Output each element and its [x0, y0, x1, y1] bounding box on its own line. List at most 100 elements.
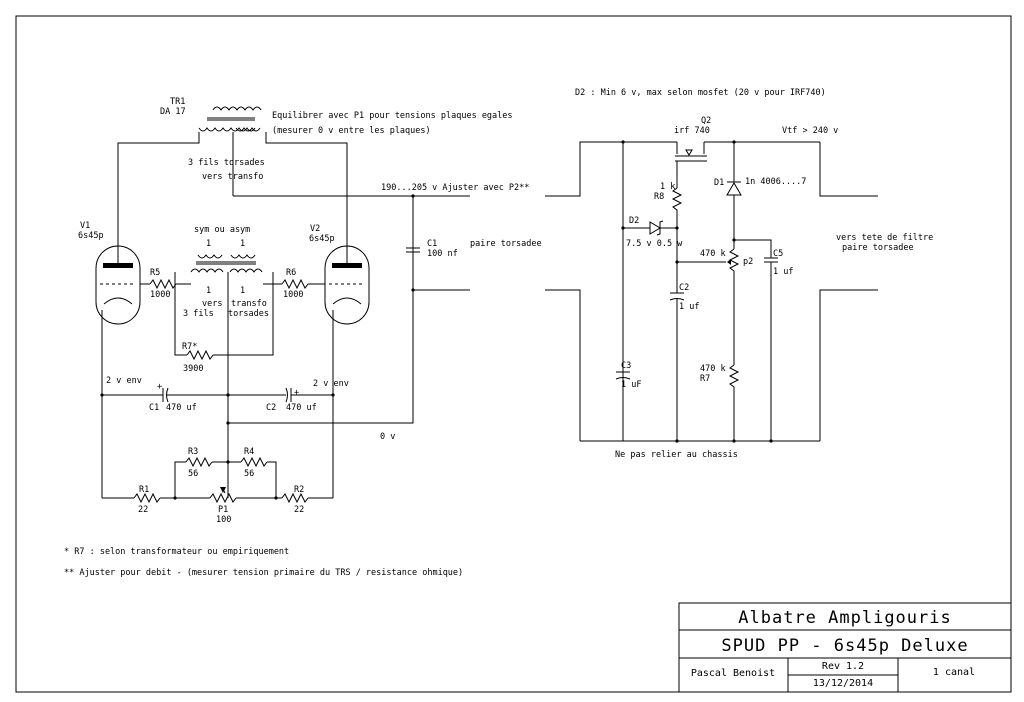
d1-type: 1n 4006....7 — [745, 177, 806, 187]
footnote-adjust: ** Ajuster pour debit - (mesurer tension… — [64, 568, 463, 578]
vers-label: vers — [202, 299, 222, 309]
v1-type: 6s45p — [78, 231, 104, 241]
tr1-ref: TR1 — [170, 97, 185, 107]
d2-note: D2 : Min 6 v, max selon mosfet (20 v pou… — [575, 88, 826, 98]
c1b-value: 100 nf — [427, 249, 458, 259]
ratio-label-2: 1 — [240, 239, 245, 249]
left-schematic: TR1 DA 17 Equilibrer avec P1 pour tensio… — [78, 97, 542, 525]
resistor-r7-left: R7* 3900 — [174, 272, 274, 374]
sym-asym-label: sym ou asym — [194, 225, 250, 235]
r7-value: 3900 — [183, 364, 203, 374]
c1-ref: C1 — [149, 403, 159, 413]
v2-type: 6s45p — [309, 234, 335, 244]
plate-wire-v2 — [265, 132, 348, 252]
r4-ref: R4 — [244, 447, 254, 457]
p1-ref: P1 — [218, 505, 228, 515]
r7-right-value: 470 k — [700, 364, 726, 374]
r6-ref: R6 — [286, 268, 296, 278]
capacitor-c1-100nf: C1 100 nf — [406, 239, 458, 259]
ratio-label-4: 1 — [240, 286, 245, 296]
tube-v1: V1 6s45p — [78, 221, 141, 325]
r2-value: 22 — [294, 505, 304, 515]
r5-ref: R5 — [150, 268, 160, 278]
capacitor-c5: C5 1 uf — [732, 238, 793, 441]
c2-right-value: 1 uf — [679, 302, 699, 312]
author-name: Pascal Benoist — [691, 668, 775, 679]
revision-label: Rev 1.2 — [822, 661, 864, 672]
r1-ref: R1 — [139, 485, 149, 495]
project-name: Albatre Ampligouris — [738, 608, 951, 628]
balance-note-2: (mesurer 0 v entre les plaques) — [272, 126, 431, 136]
c2-ref: C2 — [266, 403, 276, 413]
c2-right-ref: C2 — [679, 283, 689, 293]
p2-ref: p2 — [743, 257, 753, 267]
c5-ref: C5 — [773, 249, 783, 259]
d1-ref: D1 — [714, 178, 724, 188]
r3-ref: R3 — [188, 447, 198, 457]
ratio-label-1: 1 — [206, 239, 211, 249]
resistor-r5: R5 1000 — [140, 268, 191, 300]
q2-ref: Q2 — [701, 116, 711, 126]
p1-value: 100 — [216, 515, 231, 525]
tr1-model: DA 17 — [160, 107, 186, 117]
r5-value: 1000 — [150, 290, 170, 300]
tube-v2: V2 6s45p — [309, 224, 370, 325]
c1-value: 470 uf — [166, 403, 197, 413]
zero-volt-rail — [228, 196, 414, 424]
capacitor-c2-right: C2 1 uf — [669, 262, 699, 441]
bias-voltage-right: 2 v env — [313, 379, 349, 389]
p2-value: 470 k — [700, 249, 726, 259]
zero-volt-label: 0 v — [380, 432, 395, 442]
sheet-border — [15, 15, 1012, 693]
svg-text:+: + — [157, 382, 162, 392]
v2-ref: V2 — [310, 224, 320, 234]
svg-text:+: + — [294, 388, 299, 398]
diode-d1: D1 1n 4006....7 — [714, 140, 806, 249]
r1-value: 22 — [138, 505, 148, 515]
three-wires-label: 3 fils — [183, 309, 214, 319]
r7-ref: R7* — [182, 342, 197, 352]
mosfet-q2 — [660, 141, 734, 180]
no-chassis-note: Ne pas relier au chassis — [615, 450, 738, 460]
title-block: Albatre Ampligouris SPUD PP - 6s45p Delu… — [678, 602, 1012, 693]
channel-count: 1 canal — [933, 667, 975, 678]
resistor-r7-right: 470 k R7 — [700, 364, 740, 441]
r6-value: 1000 — [283, 290, 303, 300]
r7-right-ref: R7 — [700, 374, 710, 384]
project-subtitle: SPUD PP - 6s45p Deluxe — [721, 636, 968, 656]
c3-value: 1 uF — [621, 380, 641, 390]
balance-note-1: Equilibrer avec P1 pour tensions plaques… — [272, 111, 513, 121]
resistor-r8: 1 k R8 — [654, 180, 683, 262]
ratio-label-3: 1 — [206, 286, 211, 296]
r8-ref: R8 — [654, 192, 664, 202]
bias-voltage-left: 2 v env — [106, 376, 142, 386]
twisted-pair-right: paire torsadee — [842, 243, 914, 253]
resistor-r6: R6 1000 — [263, 268, 325, 300]
q2-type: irf 740 — [674, 126, 710, 136]
twisted-wires-label: 3 fils torsades — [188, 158, 265, 168]
capacitor-c3: C3 1 uF — [615, 361, 641, 390]
v1-ref: V1 — [80, 221, 90, 231]
d2-value: 7.5 v 0.5 w — [626, 239, 683, 249]
capacitor-c1-left: + C1 470 uf — [102, 382, 228, 413]
revision-date: 13/12/2014 — [813, 678, 873, 689]
filter-head-label: vers tete de filtre — [836, 233, 933, 243]
c2-value: 470 uf — [286, 403, 317, 413]
capacitor-c2-left: + C2 470 uf — [228, 387, 333, 413]
zener-d2: D2 7.5 v 0.5 w — [621, 216, 683, 249]
paire-torsadee-left: paire torsadee — [470, 239, 542, 249]
c3-ref: C3 — [621, 361, 631, 371]
r8-value: 1 k — [660, 182, 675, 192]
r4-value: 56 — [244, 469, 254, 479]
footnote-r7: * R7 : selon transformateur ou empirique… — [64, 547, 289, 557]
vtf-label: Vtf > 240 v — [782, 126, 838, 136]
transfo-label: transfo — [231, 299, 267, 309]
torsades-label: torsades — [228, 309, 269, 319]
potentiometer-p2: 470 k p2 — [700, 248, 753, 365]
r2-ref: R2 — [294, 485, 304, 495]
c5-value: 1 uf — [773, 267, 793, 277]
input-transformer-tr1: TR1 DA 17 — [160, 97, 262, 132]
d2-ref: D2 — [629, 216, 639, 226]
interstage-transformer: sym ou asym 1 1 1 1 — [190, 225, 263, 296]
